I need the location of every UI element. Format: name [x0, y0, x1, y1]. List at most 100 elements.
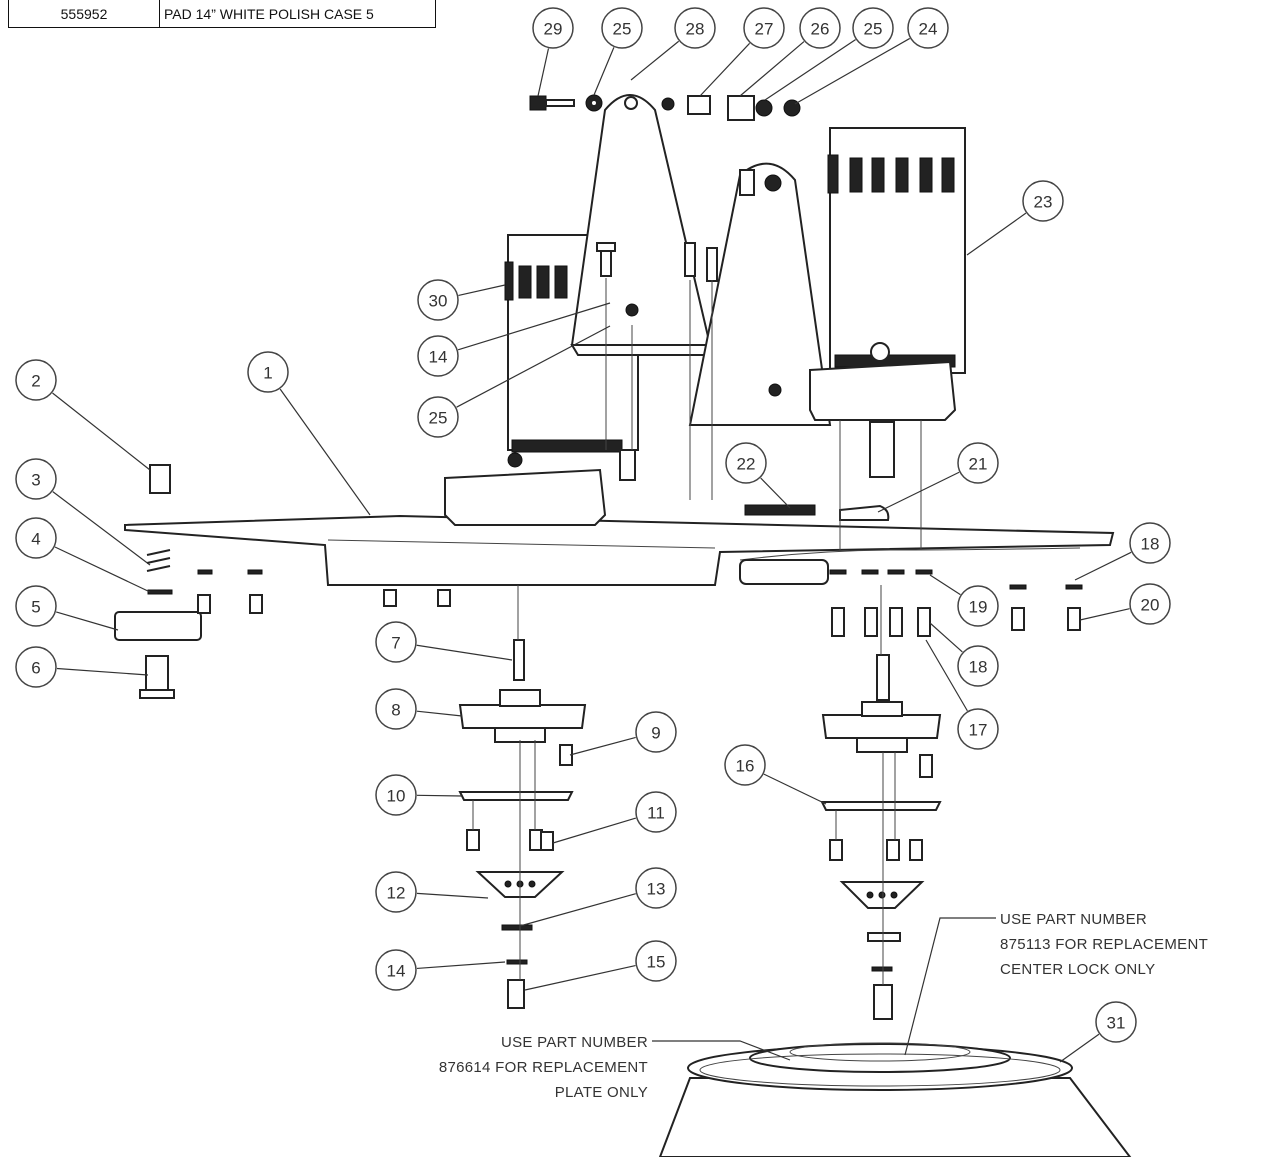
- leader-line-4: [54, 546, 151, 593]
- callout-19: 19: [957, 585, 999, 627]
- callout-8: 8: [375, 688, 417, 730]
- callout-circle: [532, 7, 574, 49]
- leader-line-21: [877, 471, 960, 513]
- center-lock-note-line2: 875113 FOR REPLACEMENT: [1000, 936, 1208, 953]
- callout-circle: [957, 585, 999, 627]
- callout-17: 17: [957, 708, 999, 750]
- leader-line-13: [519, 893, 636, 927]
- parts-table: 555952 PAD 14” WHITE POLISH CASE 5: [8, 0, 436, 28]
- callout-12: 12: [375, 871, 417, 913]
- callout-number: 19: [969, 598, 988, 617]
- callout-number: 8: [391, 701, 400, 720]
- callout-number: 27: [755, 20, 774, 39]
- callout-circle: [1022, 180, 1064, 222]
- leader-line-25: [593, 47, 615, 96]
- leader-line-12: [416, 892, 489, 899]
- leader-line-20: [1079, 608, 1130, 621]
- leader-line-25: [456, 325, 611, 408]
- leader-line-22: [760, 477, 791, 509]
- center-lock-note: USE PART NUMBER 875113 FOR REPLACEMENT C…: [904, 911, 1208, 1056]
- callout-number: 25: [613, 20, 632, 39]
- leader-line-16: [763, 773, 827, 805]
- callout-circle: [15, 359, 57, 401]
- callout-3: 3: [15, 458, 57, 500]
- callout-14: 14: [417, 335, 459, 377]
- callout-25: 25: [601, 7, 643, 49]
- leader-line-8: [416, 710, 463, 717]
- callout-circle: [15, 517, 57, 559]
- left-bracket-drawing: [570, 94, 718, 356]
- leader-line-15: [524, 964, 636, 991]
- callout-circle: [799, 7, 841, 49]
- callout-number: 25: [429, 409, 448, 428]
- leader-line-23: [966, 212, 1027, 256]
- callout-circle: [15, 458, 57, 500]
- leader-line-14: [457, 302, 611, 351]
- callout-circle: [417, 279, 459, 321]
- callout-22: 22: [725, 442, 767, 484]
- callout-circle: [957, 645, 999, 687]
- leader-line-31: [1059, 1033, 1100, 1063]
- callout-number: 16: [736, 757, 755, 776]
- callout-18: 18: [1129, 522, 1171, 564]
- guide-lines: [472, 278, 922, 985]
- leader-line-29: [537, 48, 550, 97]
- base-plate-drawing: [124, 514, 1115, 586]
- callout-number: 30: [429, 292, 448, 311]
- callout-14: 14: [375, 949, 417, 991]
- top-hardware-drawing: [529, 94, 801, 121]
- callout-number: 15: [647, 953, 666, 972]
- leader-line-26: [739, 41, 805, 97]
- callout-circle: [907, 7, 949, 49]
- callout-number: 6: [31, 659, 40, 678]
- plate-note-line1: USE PART NUMBER: [501, 1034, 648, 1051]
- leader-line-7: [416, 644, 513, 661]
- callout-number: 18: [1141, 535, 1160, 554]
- callout-31: 31: [1095, 1001, 1137, 1043]
- callout-circle: [1129, 522, 1171, 564]
- left-foot-drawing: [114, 464, 202, 699]
- callout-circle: [635, 867, 677, 909]
- callout-number: 25: [864, 20, 883, 39]
- callout-number: 14: [387, 962, 406, 981]
- callout-number: 26: [811, 20, 830, 39]
- callout-number: 31: [1107, 1014, 1126, 1033]
- leader-line-2: [52, 392, 151, 471]
- callout-circle: [375, 774, 417, 816]
- callout-26: 26: [799, 7, 841, 49]
- leader-line-14: [416, 961, 506, 970]
- callout-number: 4: [31, 530, 40, 549]
- callout-circle: [601, 7, 643, 49]
- callout-circle: [724, 744, 766, 786]
- callout-number: 21: [969, 455, 988, 474]
- callout-circle: [635, 940, 677, 982]
- callout-20: 20: [1129, 583, 1171, 625]
- callout-18: 18: [957, 645, 999, 687]
- callout-number: 3: [31, 471, 40, 490]
- callout-2: 2: [15, 359, 57, 401]
- callout-circle: [1095, 1001, 1137, 1043]
- callout-number: 2: [31, 372, 40, 391]
- callout-25: 25: [417, 396, 459, 438]
- callout-number: 13: [647, 880, 666, 899]
- callout-28: 28: [674, 7, 716, 49]
- leader-line-18: [929, 622, 963, 653]
- callout-4: 4: [15, 517, 57, 559]
- callout-circle: [725, 442, 767, 484]
- callout-circle: [15, 585, 57, 627]
- right-motor-drawing: [809, 127, 966, 478]
- callout-circle: [375, 621, 417, 663]
- callout-circle: [1129, 583, 1171, 625]
- leader-line-24: [794, 37, 911, 105]
- callout-number: 12: [387, 884, 406, 903]
- callout-30: 30: [417, 279, 459, 321]
- callout-24: 24: [907, 7, 949, 49]
- callout-number: 20: [1141, 596, 1160, 615]
- callout-circle: [635, 711, 677, 753]
- callout-13: 13: [635, 867, 677, 909]
- leader-line-27: [699, 42, 751, 97]
- leader-line-19: [929, 574, 961, 596]
- leader-line-30: [458, 284, 506, 296]
- callout-number: 23: [1034, 193, 1053, 212]
- callout-circle: [957, 442, 999, 484]
